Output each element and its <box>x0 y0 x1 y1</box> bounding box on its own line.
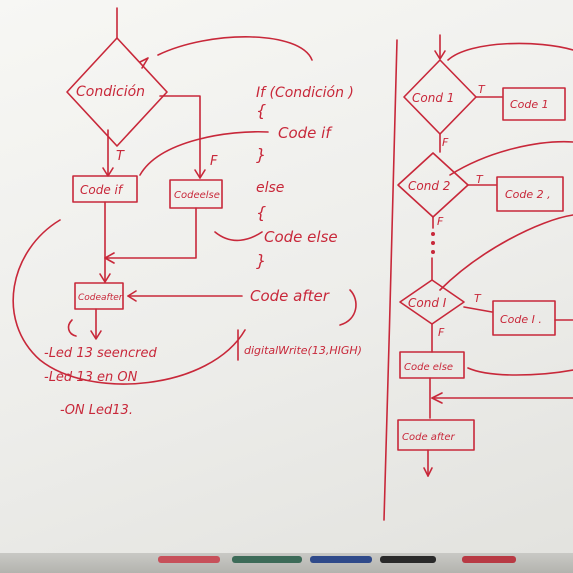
code-else-right-box <box>399 351 465 379</box>
close-brace-1: } <box>256 145 266 164</box>
after-exit-head <box>423 467 433 477</box>
loop-arrowhead <box>139 57 149 69</box>
cond-2-curve <box>449 140 573 176</box>
false-label: F <box>210 154 218 169</box>
code-else-text: Codeelse <box>174 190 220 201</box>
note-hook <box>67 319 77 337</box>
dot-3 <box>431 250 435 254</box>
divider-line <box>383 39 398 521</box>
code-2-text: Code 2 , <box>505 188 551 201</box>
black-marker <box>380 556 436 563</box>
code-after-line: Code after <box>250 287 330 305</box>
exit-arrowhead <box>90 330 102 340</box>
note-line-2: -Led 13 en ON <box>44 370 138 385</box>
cond-i-false-label: F <box>438 326 445 339</box>
green-marker <box>232 556 302 563</box>
join-arrowhead <box>104 252 115 264</box>
true-label: T <box>116 149 125 164</box>
code-after-right-text: Code after <box>402 432 456 443</box>
red-marker-2 <box>462 556 516 563</box>
code-after-curve <box>339 289 357 326</box>
cond-i-curve <box>439 214 573 291</box>
else-curve-right <box>467 367 573 376</box>
code-1-box <box>502 87 566 121</box>
code-if-link <box>139 130 269 176</box>
note-line-1: -Led 13 seencred <box>44 346 157 361</box>
code-if-line: Code if <box>278 124 333 142</box>
code-i-text: Code I . <box>500 313 542 326</box>
code-if-text: Code if <box>80 183 124 197</box>
cond-i-true-label: T <box>474 292 482 305</box>
cond-1-false-label: F <box>442 136 449 149</box>
code-after-text: Codeafter <box>78 293 124 303</box>
cond-2-true-label: T <box>476 173 484 186</box>
else-line: else <box>256 180 284 196</box>
else-join-line <box>104 207 197 259</box>
code-1-text: Code 1 <box>510 98 549 111</box>
code-else-right-text: Code else <box>404 362 453 373</box>
false-branch-line <box>159 95 201 179</box>
condition-diamond <box>66 37 168 147</box>
blue-marker <box>310 556 372 563</box>
close-brace-2: } <box>256 251 266 270</box>
dot-1 <box>431 232 435 236</box>
cond-i-true-line <box>463 306 493 313</box>
cond-i-text: Cond I <box>408 296 447 310</box>
open-brace-1: { <box>256 101 266 120</box>
false-arrowhead <box>194 169 206 179</box>
code-i-box <box>492 300 556 336</box>
right-entry-head <box>434 50 446 60</box>
code-after-right-box <box>397 419 475 451</box>
cond-2-text: Cond 2 <box>408 179 450 193</box>
dot-2 <box>431 241 435 245</box>
join-arrowhead-right <box>431 392 443 404</box>
code-else-link <box>214 231 263 242</box>
big-loop-left <box>12 219 246 385</box>
code-after-box <box>74 282 124 310</box>
open-brace-2: { <box>256 203 266 222</box>
digital-write-text: digitalWrite(13,HIGH) <box>244 344 362 357</box>
note-line-3: -ON Led13. <box>60 403 133 418</box>
right-top-curve <box>447 42 573 61</box>
cond-1-text: Cond 1 <box>412 91 454 105</box>
if-line: If (Condición ) <box>256 85 354 101</box>
code-else-line: Code else <box>264 228 338 246</box>
loop-curve <box>157 36 313 61</box>
condition-text: Condición <box>76 84 145 100</box>
after-arrowhead <box>99 273 111 283</box>
code-after-arrowhead <box>127 290 137 302</box>
code-2-box <box>496 176 564 212</box>
red-marker <box>158 556 220 563</box>
cond-2-false-label: F <box>437 215 444 228</box>
cond-1-true-label: T <box>478 83 486 96</box>
